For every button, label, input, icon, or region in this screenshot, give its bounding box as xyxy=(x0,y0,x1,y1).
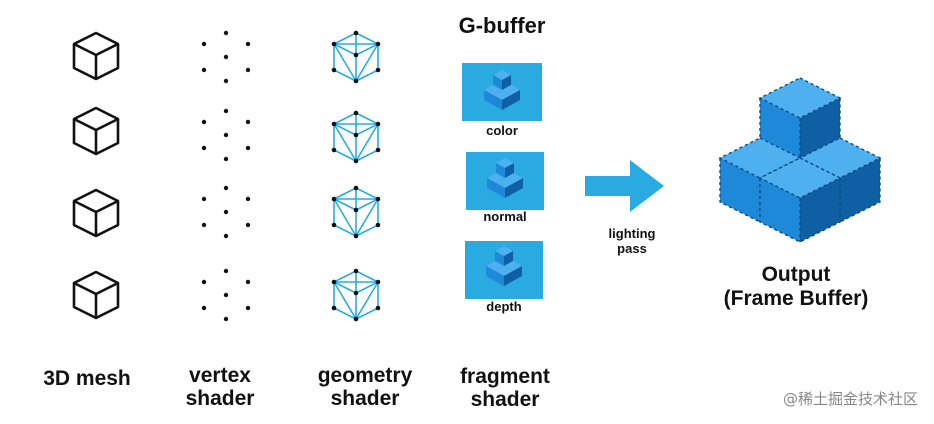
label-vertex-line2: shader xyxy=(186,387,255,410)
gbuffer-title: G-buffer xyxy=(459,13,546,38)
label-fragment-line2: shader xyxy=(471,388,540,411)
gbuffer-label-color: color xyxy=(486,123,518,138)
vertex-dots-icon xyxy=(201,185,251,239)
gbuffer-label-normal: normal xyxy=(483,209,526,224)
vertex-dots-icon xyxy=(201,108,251,162)
label-vertex-line1: vertex xyxy=(189,364,251,387)
lighting-pass-label-line1: lighting xyxy=(609,226,656,241)
label-geometry-line2: shader xyxy=(331,387,400,410)
label-fragment-line1: fragment xyxy=(460,365,550,388)
geometry-icons xyxy=(330,29,382,323)
gbuffer-color-tile xyxy=(462,63,542,121)
gbuffer-depth-tile xyxy=(465,241,543,299)
cube-outline-icon xyxy=(72,188,120,238)
output-label-line1: Output xyxy=(762,263,831,286)
gbuffer-normal-tile xyxy=(466,152,544,210)
cube-outline-icon xyxy=(72,270,120,320)
wireframe-cube-icon xyxy=(330,184,382,240)
arrow-icon xyxy=(585,160,664,212)
wireframe-cube-icon xyxy=(330,267,382,323)
output-cubes-icon xyxy=(719,77,881,243)
output-label-line2: (Frame Buffer) xyxy=(724,287,869,310)
gbuffer-label-depth: depth xyxy=(486,299,521,314)
mesh-icons xyxy=(72,31,120,320)
cube-outline-icon xyxy=(72,106,120,156)
vertex-dots-icon xyxy=(201,268,251,322)
cube-outline-icon xyxy=(72,31,120,81)
lighting-pass-label-line2: pass xyxy=(617,241,647,256)
label-3d-mesh: 3D mesh xyxy=(43,367,131,390)
vertex-dots-icon xyxy=(201,30,251,84)
wireframe-cube-icon xyxy=(330,29,382,85)
watermark: @稀土掘金技术社区 xyxy=(783,390,918,408)
wireframe-cube-icon xyxy=(330,109,382,165)
label-geometry-line1: geometry xyxy=(318,364,413,387)
vertex-icons xyxy=(201,30,251,322)
